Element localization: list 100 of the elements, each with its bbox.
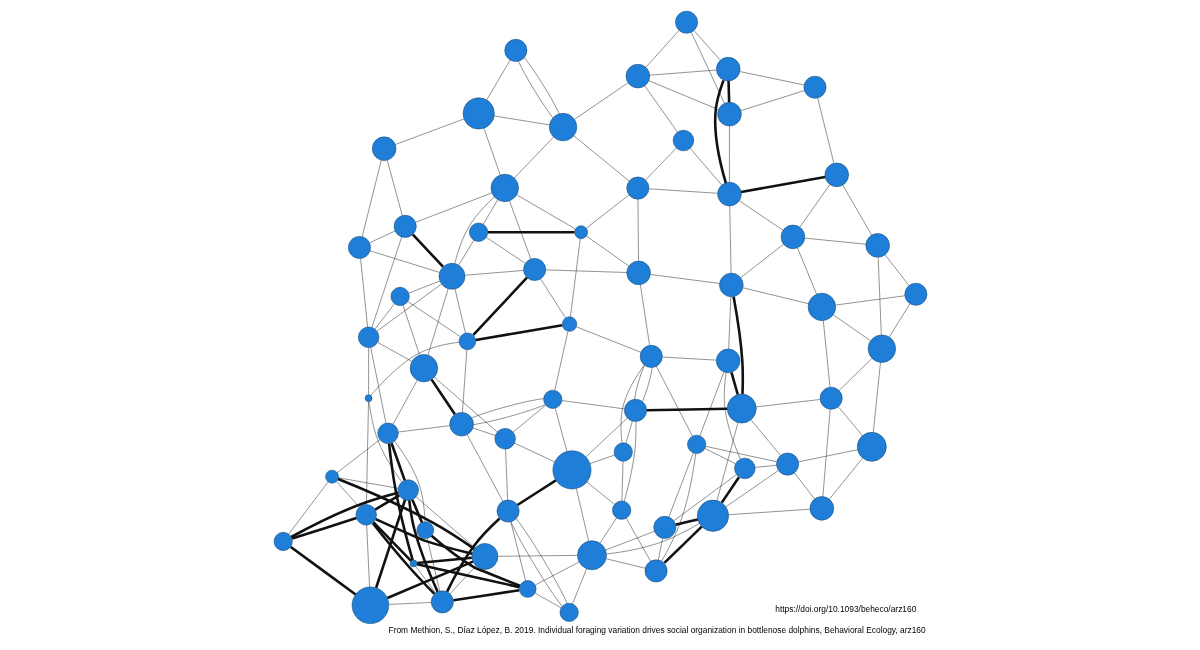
node-circle — [716, 102, 742, 127]
connector — [393, 441, 425, 522]
connector — [713, 79, 727, 184]
connector — [374, 517, 473, 555]
connector — [674, 518, 698, 526]
node-circle — [715, 348, 740, 373]
connector — [561, 400, 625, 410]
node-circle — [807, 292, 836, 321]
node-circle — [462, 97, 495, 130]
label: https://doi.org/10.1093/beheco/arz160 — [774, 603, 916, 614]
connector — [416, 556, 472, 565]
node-circle — [625, 176, 649, 200]
connector — [516, 479, 557, 507]
node-circle — [672, 129, 694, 152]
node-circle — [390, 286, 410, 306]
node-circle — [471, 543, 498, 570]
node-circle — [503, 39, 527, 62]
node-circle — [674, 10, 698, 34]
node-circle — [867, 334, 896, 363]
node-circle — [809, 496, 834, 521]
node-circle — [865, 233, 890, 258]
node-circle — [856, 432, 887, 462]
connector — [433, 377, 498, 433]
connector — [449, 565, 476, 595]
node-circle — [494, 428, 516, 450]
connector — [386, 560, 473, 600]
connector — [337, 477, 398, 489]
node-circle — [490, 173, 519, 202]
connector — [370, 341, 459, 396]
node-circle — [803, 75, 826, 99]
connector — [376, 342, 412, 362]
node-circle — [397, 479, 419, 501]
connector — [416, 562, 520, 589]
node-circle — [518, 580, 536, 598]
connector — [723, 372, 741, 460]
connector — [368, 401, 402, 483]
node-circle — [904, 282, 927, 306]
node-circle — [726, 393, 757, 424]
node-circle — [623, 399, 647, 422]
node-circle — [409, 354, 438, 383]
connector — [291, 516, 357, 540]
node-circle — [376, 422, 399, 444]
node-circle — [715, 56, 740, 82]
node-circle — [324, 469, 339, 484]
connector — [290, 491, 398, 539]
connector — [369, 250, 440, 273]
connector — [740, 175, 825, 194]
connector — [430, 378, 456, 415]
node-circle — [718, 272, 743, 298]
node-circle — [393, 214, 417, 238]
connector — [389, 442, 406, 481]
node-circle — [448, 412, 474, 437]
connector — [516, 194, 576, 230]
node-circle — [573, 225, 588, 240]
connector — [660, 453, 696, 562]
node-circle — [273, 532, 293, 551]
connector — [508, 200, 531, 260]
connector — [605, 523, 699, 555]
node-circle — [780, 224, 805, 250]
node-circle — [416, 521, 434, 539]
connector — [475, 324, 562, 342]
connector — [726, 80, 730, 103]
node-circle — [355, 504, 377, 526]
node-circle — [824, 162, 849, 187]
node-circle — [542, 389, 562, 409]
node-circle — [696, 499, 729, 532]
connector — [335, 481, 359, 508]
connector — [487, 230, 574, 234]
connector — [410, 499, 423, 523]
connector — [426, 538, 440, 592]
node-circle — [625, 64, 650, 89]
node-circle — [458, 332, 476, 351]
node-circle — [733, 457, 755, 480]
connector — [411, 233, 444, 268]
connector — [648, 80, 718, 110]
node-circle — [559, 602, 579, 622]
node-circle — [364, 394, 372, 402]
connector — [731, 296, 744, 394]
connector — [620, 365, 644, 443]
connector — [699, 371, 724, 436]
connector — [655, 366, 693, 437]
connector — [407, 500, 439, 593]
node-circle — [644, 559, 667, 583]
connector — [415, 566, 436, 594]
node-circle — [611, 500, 631, 520]
node-circle — [716, 181, 742, 207]
node-circle — [652, 516, 676, 539]
connector — [415, 496, 475, 548]
node-circle — [438, 263, 465, 290]
node-circle — [347, 236, 371, 259]
node-circle — [371, 136, 396, 161]
node-circle — [468, 222, 488, 242]
node-circle — [552, 450, 591, 490]
node-circle — [409, 559, 417, 568]
connector — [452, 588, 519, 602]
connector — [430, 534, 520, 587]
node-circle — [626, 260, 651, 286]
connector — [690, 32, 725, 104]
node-circle — [775, 452, 799, 476]
node-circle — [576, 540, 607, 571]
